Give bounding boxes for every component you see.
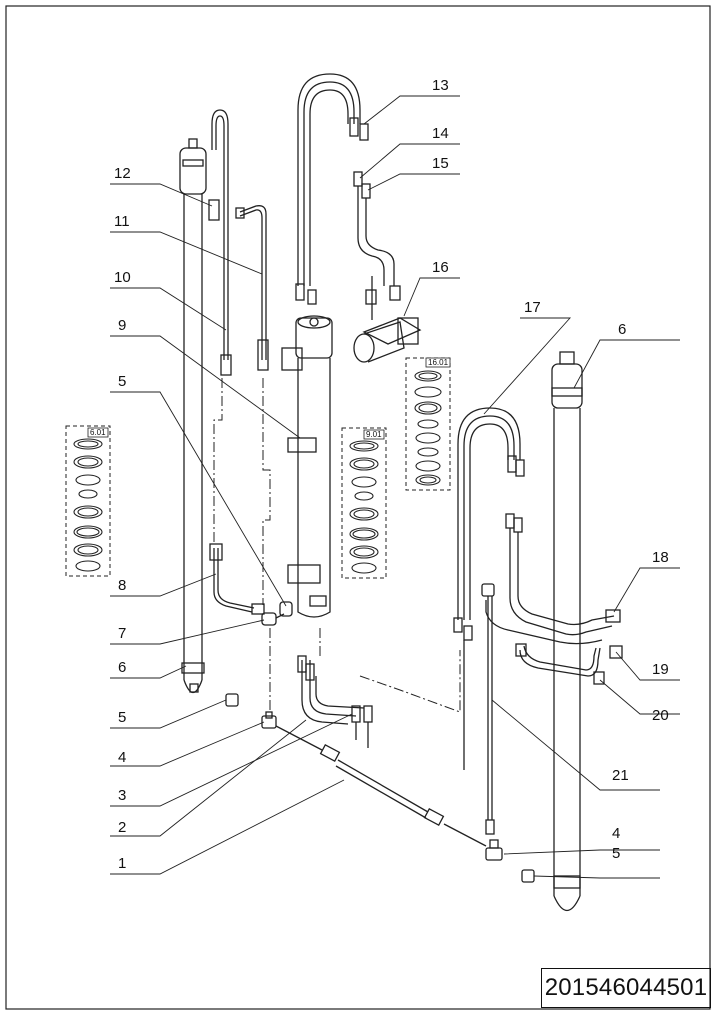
callout-21: 21 <box>612 767 629 784</box>
left-lift-cylinder <box>179 138 207 694</box>
callout-7: 7 <box>118 625 126 642</box>
callout-3: 3 <box>118 787 126 804</box>
callout-9: 9 <box>118 317 126 334</box>
tee-4-left <box>225 693 277 729</box>
seal-kit-label-right: 16.01 <box>428 358 449 367</box>
callout-4-right: 4 <box>612 825 620 842</box>
pipe-route-middle <box>269 628 461 713</box>
callout-17: 17 <box>524 299 541 316</box>
right-lift-cylinder <box>551 351 583 912</box>
elbow-7 <box>261 601 293 626</box>
pipes-18-19-20 <box>485 528 623 685</box>
hose-1 <box>275 725 487 847</box>
callout-8: 8 <box>118 577 126 594</box>
callout-19: 19 <box>652 661 669 678</box>
leader-lines <box>110 95 680 879</box>
seal-kit-tags <box>87 357 451 440</box>
seal-kit-frame-right <box>405 357 451 491</box>
seal-kit-frame-left <box>65 425 111 577</box>
callout-18: 18 <box>652 549 669 566</box>
callout-14: 14 <box>432 125 449 142</box>
pipe-8 <box>209 543 265 615</box>
pipe-21 <box>481 583 495 835</box>
callout-11: 11 <box>114 213 130 230</box>
pump-unit-16 <box>353 317 422 363</box>
left-top-pipes <box>208 109 269 376</box>
tee-4-right <box>485 839 535 883</box>
seal-kit-label-left: 6.01 <box>90 428 106 437</box>
seal-rings <box>73 370 442 574</box>
pipes-14-15 <box>353 171 401 320</box>
middle-cylinder <box>281 315 333 618</box>
callout-13: 13 <box>432 77 449 94</box>
callout-16: 16 <box>432 259 449 276</box>
callout-10: 10 <box>114 269 131 286</box>
hose-17 <box>453 407 525 770</box>
callout-1: 1 <box>118 855 126 872</box>
pipe-route-left <box>213 378 271 605</box>
callout-5-left: 5 <box>118 709 126 726</box>
callout-15: 15 <box>432 155 449 172</box>
seal-kits <box>65 357 451 579</box>
hose-13 <box>295 73 369 305</box>
callout-4-left: 4 <box>118 749 126 766</box>
callout-2: 2 <box>118 819 126 836</box>
sheet-border <box>5 5 711 1010</box>
callout-6-left: 6 <box>118 659 126 676</box>
drawing-number: 201546044501 <box>544 974 708 1001</box>
callout-5-top: 5 <box>118 373 126 390</box>
callout-12: 12 <box>114 165 131 182</box>
seal-kit-label-middle: 9.01 <box>366 430 382 439</box>
callout-6-right: 6 <box>618 321 626 338</box>
callout-20: 20 <box>652 707 669 724</box>
callout-labels: 13 14 15 16 17 6 18 19 20 21 4 5 12 11 1… <box>114 77 669 872</box>
seal-kit-frame-middle <box>341 427 387 579</box>
pipes-2-3 <box>297 655 373 748</box>
callout-5-right: 5 <box>612 845 620 862</box>
drawing-number-box: 201546044501 <box>541 968 711 1008</box>
